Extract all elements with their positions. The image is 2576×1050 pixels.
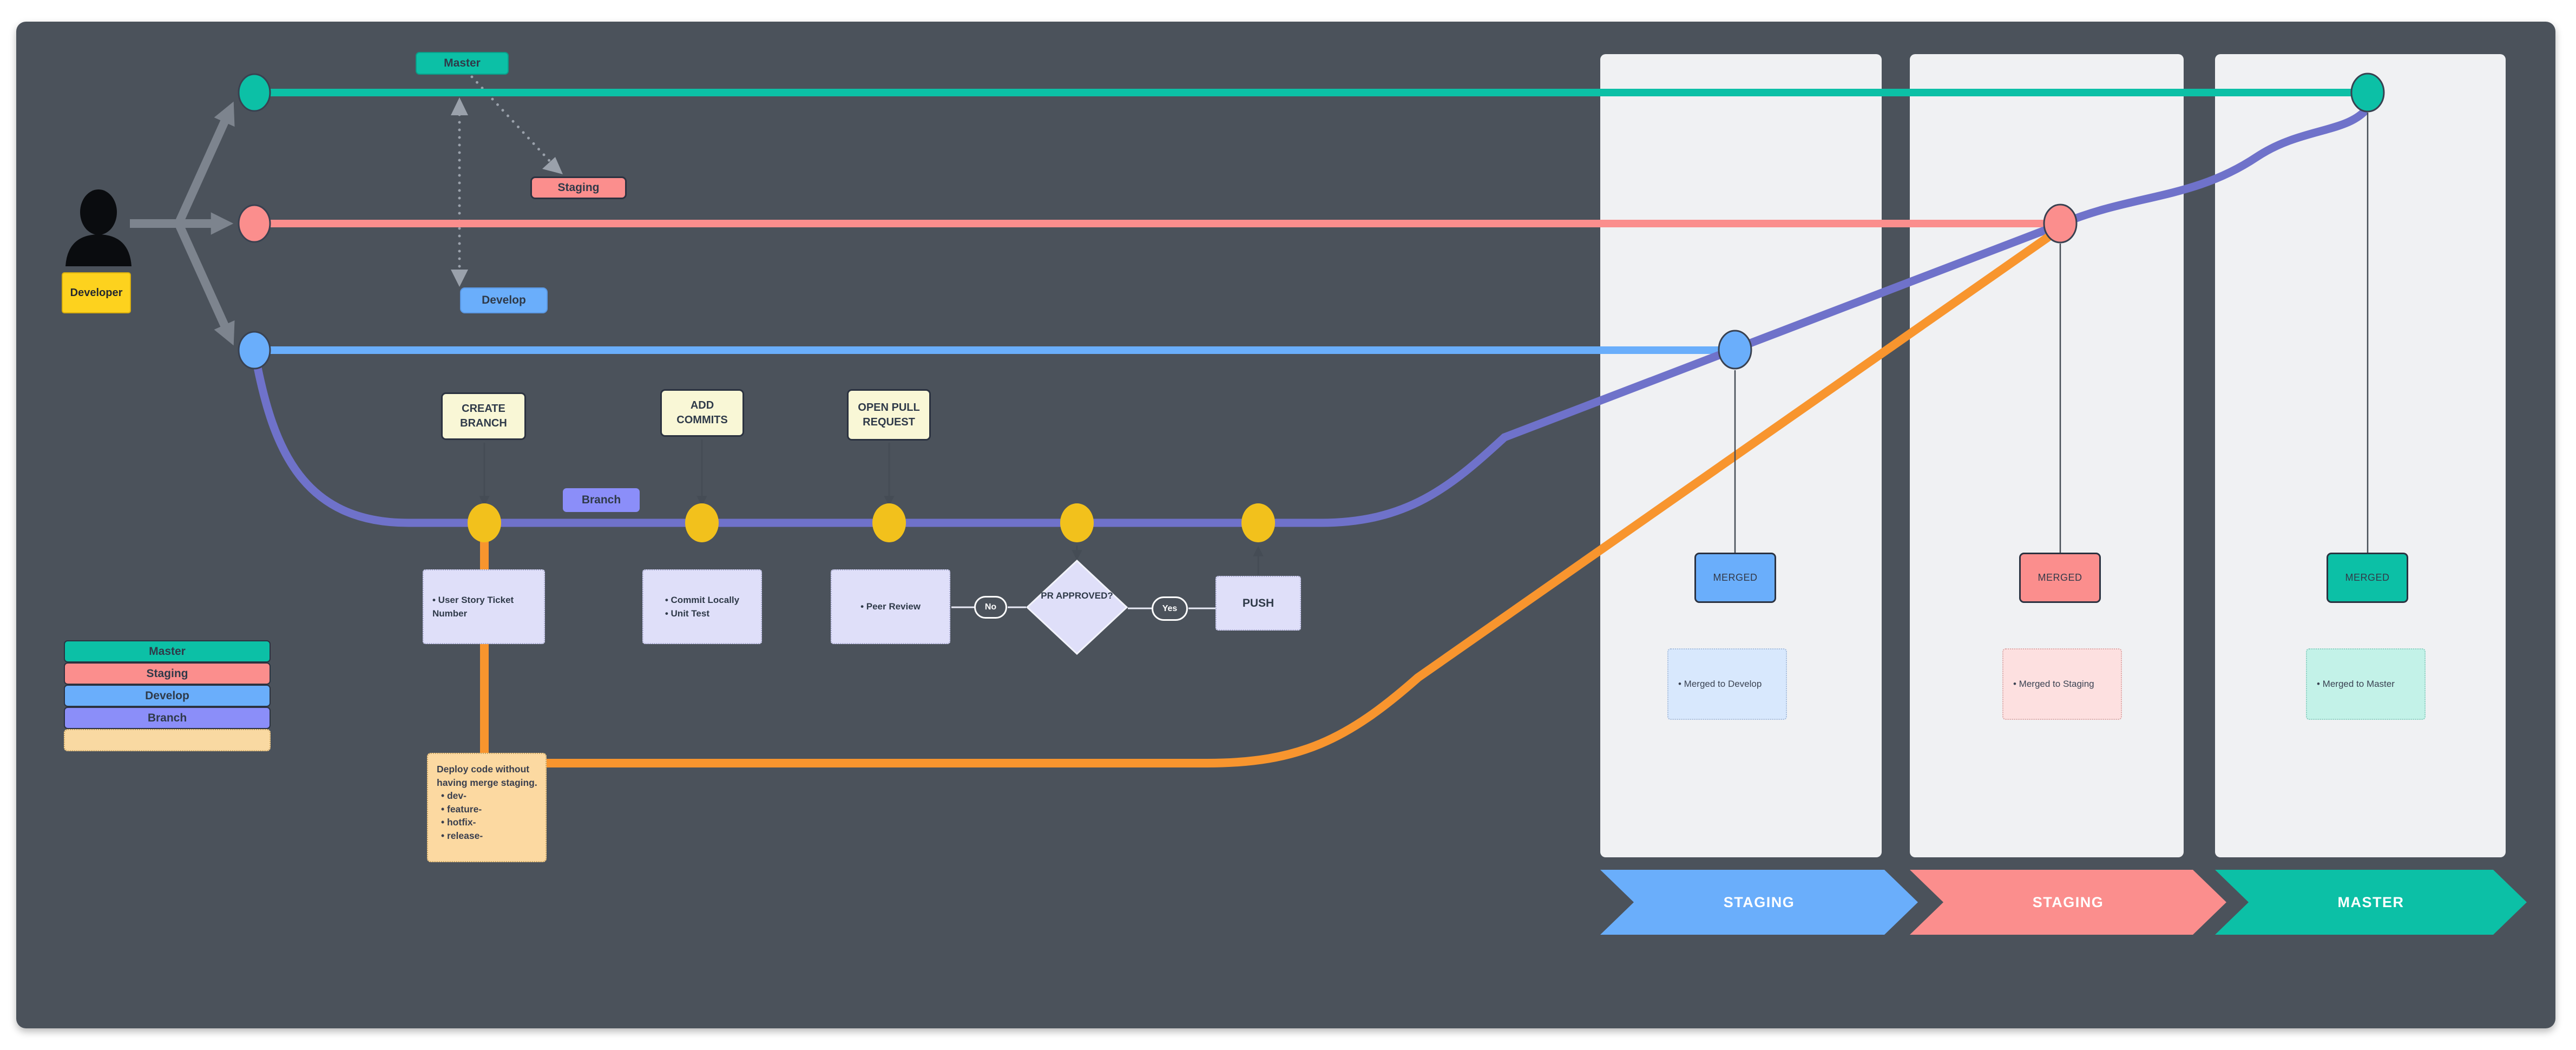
pr-approved-label: PR APPROVED? <box>1041 590 1113 601</box>
push-step[interactable]: PUSH <box>1215 576 1301 631</box>
merge-panel-develop <box>1600 54 1882 857</box>
peer-review-note[interactable]: • Peer Review <box>831 569 950 644</box>
staging-label-chip[interactable]: Staging <box>530 176 627 199</box>
user-story-note[interactable]: • User Story Ticket Number <box>423 569 545 644</box>
decision-no-pill[interactable]: No <box>974 596 1007 619</box>
decision-yes-pill[interactable]: Yes <box>1152 596 1188 621</box>
deploy-bullet-feature: • feature- <box>441 803 482 815</box>
create-branch-step[interactable]: CREATE BRANCH <box>441 392 526 440</box>
chevron-master[interactable]: MASTER <box>2215 870 2527 935</box>
merge-panel-staging <box>1910 54 2184 857</box>
develop-label-chip[interactable]: Develop <box>460 287 548 313</box>
user-story-note-text: • User Story Ticket Number <box>432 594 514 619</box>
chevron-staging-1[interactable]: STAGING <box>1600 870 1918 935</box>
add-commits-step[interactable]: ADD COMMITS <box>660 389 744 437</box>
merged-note-master[interactable]: • Merged to Master <box>2306 648 2426 720</box>
master-label-chip[interactable]: Master <box>416 52 509 75</box>
deploy-note-title: Deploy code without having merge staging… <box>437 764 537 788</box>
merged-note-staging[interactable]: • Merged to Staging <box>2002 648 2122 720</box>
legend-staging[interactable]: Staging <box>64 662 271 685</box>
open-pull-request-step[interactable]: OPEN PULL REQUEST <box>847 389 931 441</box>
branch-label-chip[interactable]: Branch <box>563 488 640 512</box>
deploy-bullet-hotfix: • hotfix- <box>441 817 476 828</box>
legend-develop[interactable]: Develop <box>64 685 271 707</box>
merged-badge-staging[interactable]: MERGED <box>2019 553 2101 603</box>
legend-empty[interactable] <box>64 729 271 751</box>
merged-badge-develop[interactable]: MERGED <box>1694 553 1776 603</box>
peer-review-note-text: • Peer Review <box>860 601 921 612</box>
legend-branch[interactable]: Branch <box>64 707 271 729</box>
merged-note-develop[interactable]: • Merged to Develop <box>1667 648 1787 720</box>
deploy-bullet-release: • release- <box>441 830 483 841</box>
deploy-note[interactable]: Deploy code without having merge staging… <box>427 753 547 862</box>
commit-note-line2: • Unit Test <box>665 608 709 619</box>
commit-note[interactable]: • Commit Locally • Unit Test <box>642 569 762 644</box>
chevron-staging-2[interactable]: STAGING <box>1910 870 2226 935</box>
legend-master[interactable]: Master <box>64 640 271 662</box>
merged-badge-master[interactable]: MERGED <box>2327 553 2408 603</box>
developer-label[interactable]: Developer <box>62 272 131 313</box>
merge-panel-master <box>2215 54 2506 857</box>
commit-note-line1: • Commit Locally <box>665 594 740 605</box>
deploy-bullet-dev: • dev- <box>441 790 466 801</box>
